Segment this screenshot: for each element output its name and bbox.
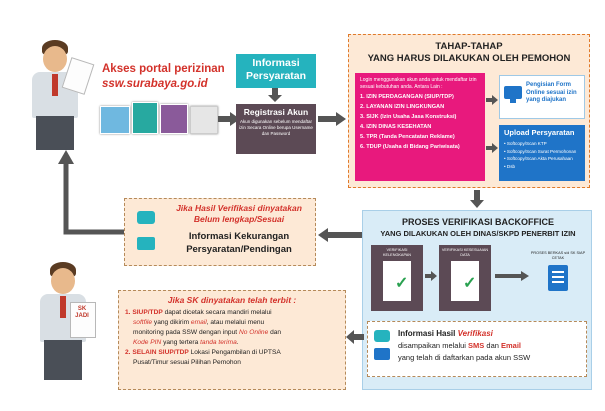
proses-berkas: PROSES BERKAS s/d SK SIAP CETAK xyxy=(529,251,587,311)
sk-p1-m: . xyxy=(236,339,239,346)
monitor-icon xyxy=(504,86,522,99)
email-icon xyxy=(137,237,155,250)
arrow-login-to-upload xyxy=(486,143,498,153)
verifikasi-title-1: PROSES VERIFIKASI BACKOFFICE xyxy=(401,217,554,227)
registrasi-akun-box[interactable]: Registrasi Akun Akun digunakan sebelum m… xyxy=(236,104,316,154)
arrow-login-to-form xyxy=(486,95,498,105)
info-hasil-verifikasi-box: Informasi Hasil Verifikasi disampaikan m… xyxy=(367,321,587,377)
person-applicant-figure xyxy=(20,40,95,150)
registrasi-desc: Akun digunakan sebelum mendaftar izin Se… xyxy=(239,119,313,136)
arrow-verifikasi-to-kekurangan xyxy=(318,228,362,242)
sk-terbit-box: Jika SK dinyatakan telah terbit : 1. SIU… xyxy=(118,290,346,390)
kekurangan-note-1: Jika Hasil Verifikasi dinyatakan xyxy=(176,203,302,213)
sk-p1-d: yang dikirim xyxy=(152,319,191,326)
sk-p1-g: monitoring pada SSW dengan input xyxy=(133,329,239,336)
arrow-verifikasi-to-sk xyxy=(346,330,364,344)
upload-title: Upload Persyaratan xyxy=(504,128,575,137)
sk-p1-f: , atau melalui menu xyxy=(206,319,265,326)
izin-item: 6. TDUP (Usaha di Bidang Pariwisata) xyxy=(360,144,460,150)
info-channel-text: disampaikan melalui xyxy=(398,341,469,350)
doc1-label: VERIFIKASI KELENGKAPAN xyxy=(383,248,411,257)
upload-item: • Softcopy/Scan Surat Permohonan xyxy=(504,148,577,154)
tahap-panel: TAHAP-TAHAP YANG HARUS DILAKUKAN OLEH PE… xyxy=(348,34,590,188)
sk-p2-b: Lokasi Pengambilan di UPTSA xyxy=(188,349,281,356)
document-icon xyxy=(451,261,479,301)
izin-item: 1. IZIN PERDAGANGAN (SIUP/TDP) xyxy=(360,94,454,100)
arrow-portal-to-registrasi xyxy=(218,112,240,126)
doc2-label: VERIFIKASI KESESUAIAN DATA xyxy=(441,248,489,257)
form-online-text: Pengisian Form Online sesuai izin yang d… xyxy=(526,82,577,103)
kekurangan-info-2: Persyaratan/Pendingan xyxy=(186,244,292,255)
izin-item: 2. LAYANAN IZIN LINGKUNGAN xyxy=(360,104,445,110)
info-akun-text: yang telah di daftarkan pada akun SSW xyxy=(398,353,531,362)
person-sk-jadi-figure xyxy=(26,262,100,380)
info-email: Email xyxy=(501,341,522,350)
arrow-doc2-to-doc3 xyxy=(495,271,529,281)
sms-icon xyxy=(137,211,155,224)
checkmark-icon: ✓ xyxy=(395,275,409,292)
screenshot-thumbnail xyxy=(132,102,158,134)
portal-url[interactable]: ssw.surabaya.go.id xyxy=(102,78,208,90)
verifikasi-title-2: YANG DILAKUKAN OLEH DINAS/SKPD PENERBIT … xyxy=(380,229,576,238)
screenshot-thumbnail xyxy=(190,106,218,134)
file-icon xyxy=(548,265,568,291)
sk-p1-j: Kode PIN xyxy=(133,339,162,346)
screenshot-thumbnail xyxy=(160,104,188,134)
tahap-title-2: YANG HARUS DILAKUKAN OLEH PEMOHON xyxy=(367,53,571,64)
info-hasil-verifikasi-emph: Verifikasi xyxy=(457,329,493,338)
upload-item: • Softcopy/Scan Akta Perusahaan xyxy=(504,156,573,161)
upload-persyaratan-box: Upload Persyaratan • Softcopy/Scan KTP •… xyxy=(499,125,585,181)
sk-p1-e: email xyxy=(190,319,207,326)
verifikasi-kelengkapan-card: VERIFIKASI KELENGKAPAN ✓ xyxy=(371,245,423,311)
document-icon xyxy=(383,261,411,301)
screenshot-thumbnail xyxy=(100,106,130,134)
portal-screenshots xyxy=(100,100,218,140)
verifikasi-kesesuaian-card: VERIFIKASI KESESUAIAN DATA ✓ xyxy=(439,245,491,311)
izin-item: 3. SIJK (Izin Usaha Jasa Konstruksi) xyxy=(360,114,457,120)
upload-item: • Softcopy/Scan KTP xyxy=(504,141,547,146)
sk-p2-c: Pusat/Timur sesuai Pilihan Pemohon xyxy=(133,359,241,366)
sk-p1-b: dapat dicetak secara mandiri melalui xyxy=(162,309,272,316)
sk-p1-h: No Online xyxy=(238,329,269,336)
verifikasi-panel: PROSES VERIFIKASI BACKOFFICE YANG DILAKU… xyxy=(362,210,592,390)
info-persyaratan-label: Informasi Persyaratan xyxy=(245,57,307,82)
kekurangan-info-1: Informasi Kekurangan xyxy=(188,231,290,242)
kekurangan-box: Jika Hasil Verifikasi dinyatakan Belum l… xyxy=(124,198,316,266)
monitor-stand-icon xyxy=(510,99,516,103)
login-intro: Login menggunakan akun anda untuk mendaf… xyxy=(360,77,477,90)
tahap-title-1: TAHAP-TAHAP xyxy=(435,41,503,52)
registrasi-title: Registrasi Akun xyxy=(243,107,309,117)
info-and: dan xyxy=(484,341,501,350)
email-icon xyxy=(374,348,390,360)
arrow-kekurangan-to-portal xyxy=(58,150,124,235)
info-sms: SMS xyxy=(468,341,485,350)
doc3-label: PROSES BERKAS s/d SK SIAP CETAK xyxy=(530,251,586,260)
upload-item: • Dsb xyxy=(504,163,516,169)
checkmark-icon: ✓ xyxy=(463,275,477,292)
izin-item: 5. TPR (Tanda Pencatatan Reklame) xyxy=(360,134,455,140)
arrow-tahap-to-verifikasi xyxy=(470,190,484,208)
portal-title: Akses portal perizinan xyxy=(102,63,225,75)
arrow-info-to-registrasi xyxy=(268,88,282,102)
kekurangan-note-2: Belum lengkap/Sesuai xyxy=(193,214,285,224)
sk-p1-k: yang tertera xyxy=(161,339,201,346)
sk-jadi-badge: SK JADI xyxy=(75,306,89,319)
arrow-doc1-to-doc2 xyxy=(425,271,437,281)
form-online-box: Pengisian Form Online sesuai izin yang d… xyxy=(499,75,585,119)
sk-p2-a: 2. SELAIN SIUP/TDP xyxy=(125,349,189,356)
info-hasil-text: Informasi Hasil xyxy=(398,329,458,338)
info-persyaratan-box[interactable]: Informasi Persyaratan xyxy=(236,54,316,88)
sk-p1-i: dan xyxy=(268,329,282,336)
sk-p1-l: tanda terima xyxy=(200,339,237,346)
sk-p1-c: softfile xyxy=(133,319,153,326)
izin-item: 4. IZIN DINAS KESEHATAN xyxy=(360,124,432,130)
sms-icon xyxy=(374,330,390,342)
sk-p1-a: 1. SIUP/TDP xyxy=(125,309,163,316)
arrow-registrasi-to-tahap xyxy=(318,112,346,126)
sk-heading: Jika SK dinyatakan telah terbit : xyxy=(167,295,297,305)
login-izin-box: Login menggunakan akun anda untuk mendaf… xyxy=(355,73,485,181)
